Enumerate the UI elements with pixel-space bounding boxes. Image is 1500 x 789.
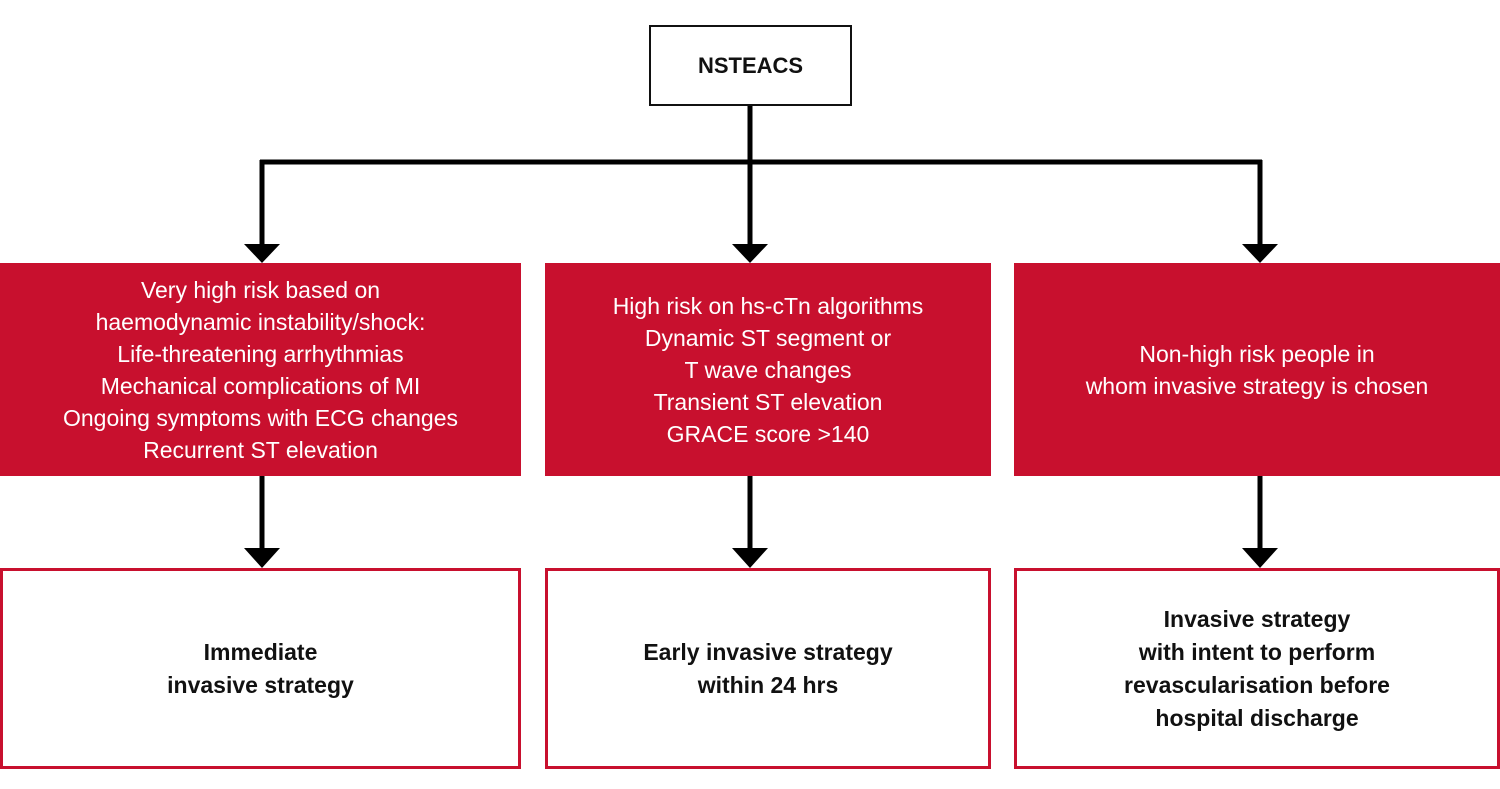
risk-box-non-high-text: Non-high risk people in whom invasive st… (1086, 338, 1429, 402)
outcome-box-before-discharge-text: Invasive strategy with intent to perform… (1124, 603, 1390, 735)
risk-line: Transient ST elevation (653, 388, 883, 415)
arrow-head-mid-outcome (732, 548, 768, 568)
outcome-line: within 24 hrs (697, 671, 839, 698)
outcome-line: revascularisation before (1124, 671, 1390, 698)
root-node-nsteacs: NSTEACS (649, 25, 852, 106)
risk-line: Non-high risk people in (1139, 340, 1375, 367)
outcome-line: hospital discharge (1155, 704, 1359, 731)
risk-line: High risk on hs-cTn algorithms (612, 292, 924, 319)
risk-line: Ongoing symptoms with ECG changes (62, 404, 458, 431)
risk-line: GRACE score >140 (666, 420, 870, 447)
outcome-line: Invasive strategy (1163, 605, 1351, 632)
outcome-box-before-discharge: Invasive strategy with intent to perform… (1014, 568, 1500, 769)
outcome-box-early: Early invasive strategy within 24 hrs (545, 568, 991, 769)
risk-box-non-high: Non-high risk people in whom invasive st… (1014, 263, 1500, 476)
risk-box-very-high: Very high risk based on haemodynamic ins… (0, 263, 521, 476)
outcome-line: with intent to perform (1138, 638, 1376, 665)
arrow-head-right-risk (1242, 244, 1278, 263)
risk-line: T wave changes (684, 356, 852, 383)
risk-line: Life-threatening arrhythmias (117, 340, 404, 367)
risk-line: Dynamic ST segment or (644, 324, 892, 351)
risk-line: Mechanical complications of MI (100, 372, 421, 399)
arrow-head-left-outcome (244, 548, 280, 568)
outcome-box-immediate-text: Immediate invasive strategy (167, 636, 354, 702)
outcome-line: Early invasive strategy (643, 638, 893, 665)
risk-line: haemodynamic instability/shock: (95, 308, 426, 335)
root-node-label: NSTEACS (697, 52, 804, 78)
arrow-head-right-outcome (1242, 548, 1278, 568)
risk-line: Recurrent ST elevation (143, 436, 378, 463)
arrow-head-left-risk (244, 244, 280, 263)
outcome-box-immediate: Immediate invasive strategy (0, 568, 521, 769)
risk-box-high-text: High risk on hs-cTn algorithms Dynamic S… (613, 290, 924, 450)
outcome-line: Immediate (203, 638, 318, 665)
outcome-box-early-text: Early invasive strategy within 24 hrs (643, 636, 892, 702)
outcome-line: invasive strategy (167, 671, 354, 698)
risk-box-high: High risk on hs-cTn algorithms Dynamic S… (545, 263, 991, 476)
risk-line: whom invasive strategy is chosen (1085, 372, 1429, 399)
risk-box-very-high-text: Very high risk based on haemodynamic ins… (63, 274, 458, 466)
risk-line: Very high risk based on (140, 276, 381, 303)
arrow-head-mid-risk (732, 244, 768, 263)
